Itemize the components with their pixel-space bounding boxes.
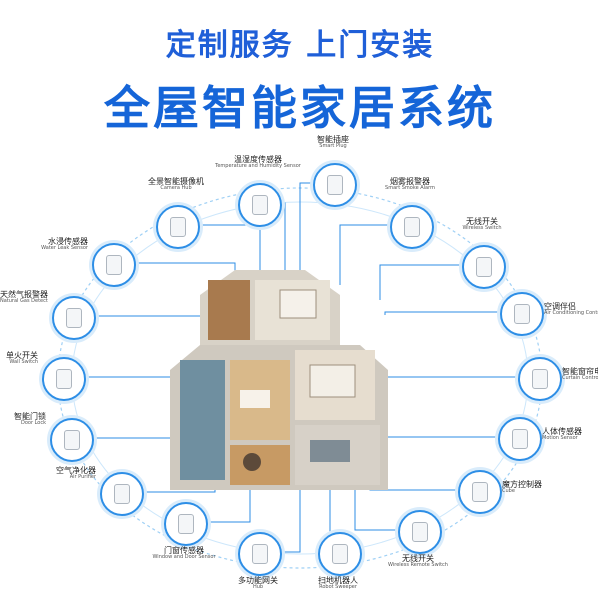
camera-icon (156, 205, 200, 249)
cube-icon (458, 470, 502, 514)
robot-vacuum-icon (318, 532, 362, 576)
device-glyph (170, 217, 186, 237)
device-name-en: Water Leak Sensor (41, 245, 88, 252)
device-name-en: Air Purifier (69, 474, 96, 481)
water-leak-icon (92, 243, 136, 287)
device-name-cn: 智能窗帘电机 (562, 367, 598, 376)
connector-line (379, 375, 538, 378)
device-glyph (532, 369, 548, 389)
device-name-en: Air Conditioning Controller (544, 310, 598, 317)
device-glyph (252, 195, 268, 215)
device-name-cn: 魔方控制器 (502, 480, 542, 489)
smoke-alarm-icon (390, 205, 434, 249)
device-glyph (56, 369, 72, 389)
device-name-cn: 天然气报警器 (0, 290, 48, 299)
device-name-en: Wireless Switch (462, 225, 502, 232)
wall-switch-icon (42, 357, 86, 401)
device-name-cn: 空调伴侣 (544, 302, 576, 311)
device-name-cn: 空气净化器 (56, 466, 96, 475)
connector-line (384, 311, 520, 315)
page-title: 全屋智能家居系统 (104, 81, 496, 135)
device-name-en: Motion Sensor (542, 435, 578, 442)
thermometer-icon (238, 183, 282, 227)
device-glyph (476, 257, 492, 277)
connector-line (379, 264, 482, 300)
device-name-cn: 无线开关 (466, 217, 498, 226)
device-name-cn: 扫地机器人 (318, 576, 358, 585)
device-name-en: Cube (502, 488, 515, 495)
device-name-en: Door Lock (20, 420, 46, 427)
device-glyph (332, 544, 348, 564)
button-icon (462, 245, 506, 289)
device-name-cn: 人体传感器 (542, 427, 582, 436)
ac-companion-icon (500, 292, 544, 336)
device-name-en: Smart Smoke Alarm (385, 185, 435, 192)
device-name-cn: 水浸传感器 (48, 237, 88, 246)
device-name-en: Natural Gas Detector (0, 298, 48, 305)
device-name-en: Camera Hub (160, 185, 192, 192)
device-name-cn: 全景智能摄像机 (148, 177, 204, 186)
device-glyph (106, 255, 122, 275)
device-name-cn: 温湿度传感器 (234, 155, 282, 164)
device-name-cn: 无线开关 (402, 554, 434, 563)
device-glyph (64, 430, 80, 450)
gas-detector-icon (52, 296, 96, 340)
device-glyph (412, 522, 428, 542)
device-glyph (252, 544, 268, 564)
device-glyph (404, 217, 420, 237)
device-glyph (114, 484, 130, 504)
device-name-en: Curtain Controller (562, 375, 598, 382)
device-name-cn: 单火开关 (6, 351, 38, 360)
device-name-en: Wall Switch (9, 359, 38, 366)
device-name-cn: 智能插座 (317, 135, 349, 144)
device-name-en: Robot Sweeper (319, 584, 357, 591)
hub-icon (238, 532, 282, 576)
device-glyph (66, 308, 82, 328)
device-name-en: Temperature and Humidity Sensor (215, 163, 301, 170)
device-glyph (178, 514, 194, 534)
house-floorplan-illustration (170, 270, 388, 490)
device-name-cn: 智能门锁 (14, 412, 46, 421)
device-label-curtain: 智能窗帘电机Curtain Controller (562, 367, 598, 382)
device-name-en: Window and Door Sensor (152, 554, 216, 561)
device-name-en: Wireless Remote Switch (388, 562, 448, 569)
device-name-cn: 烟雾报警器 (390, 177, 430, 186)
device-glyph (514, 304, 530, 324)
plug-icon (313, 163, 357, 207)
connector-line (339, 224, 410, 285)
subtitle: 定制服务 上门安装 (165, 28, 435, 63)
door-lock-icon (50, 418, 94, 462)
motion-sensor-icon (498, 417, 542, 461)
device-glyph (472, 482, 488, 502)
device-name-cn: 门窗传感器 (164, 546, 204, 555)
remote-switch-icon (398, 510, 442, 554)
device-glyph (512, 429, 528, 449)
device-name-en: Hub (252, 584, 264, 591)
air-purifier-icon (100, 472, 144, 516)
curtain-motor-icon (518, 357, 562, 401)
device-name-en: Smart Plug (319, 143, 347, 150)
door-window-sensor-icon (164, 502, 208, 546)
device-glyph (327, 175, 343, 195)
device-name-cn: 多功能网关 (238, 576, 278, 585)
